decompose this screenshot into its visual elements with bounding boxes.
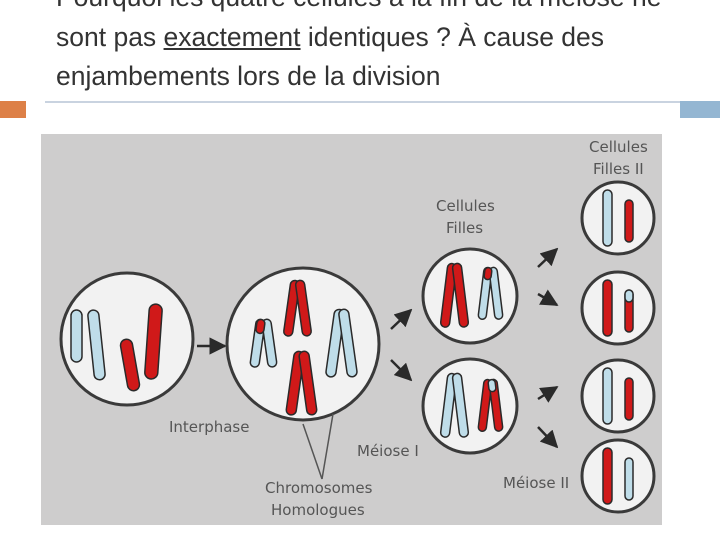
daughter-cells-label-line2: Filles — [446, 219, 483, 237]
daughter-cell-top — [421, 247, 519, 345]
interphase-chromosomes — [70, 303, 163, 392]
daughter-cells-ii-label-line1: Cellules — [589, 138, 648, 156]
homologous-chromosomes-label-line1: Chromosomes — [265, 479, 373, 497]
daughter-cells-ii-label-line2: Filles II — [593, 160, 644, 178]
slide-title: Pourquoi les quatre cellules à la fin de… — [56, 0, 696, 97]
daughter-cell-bottom — [421, 357, 519, 455]
accent-bar-right — [680, 101, 720, 118]
daughter-chromosomes-bottom — [439, 372, 504, 438]
meiosis-i-chromosomes — [249, 279, 358, 416]
interphase-label: Interphase — [169, 418, 249, 436]
title-text-2: identiques ? À cause des enjambements lo… — [56, 21, 605, 92]
meiosis-diagram: Interphase Méiose I Méiose II Cellules F… — [41, 134, 662, 525]
process-arrows — [197, 247, 559, 449]
daughter-ii-cell-3 — [580, 358, 656, 434]
daughter-ii-cell-4 — [580, 438, 656, 514]
homologous-chromosomes-label-line2: Homologues — [271, 501, 365, 519]
meiosis-i-label: Méiose I — [357, 442, 419, 460]
homologous-pointer-lines — [302, 413, 334, 480]
daughter-ii-cell-2 — [580, 270, 656, 346]
daughter-chromosomes-top — [439, 262, 504, 328]
daughter-cells-label-line1: Cellules — [436, 197, 495, 215]
meiosis-ii-label: Méiose II — [503, 474, 569, 492]
daughter-ii-chromosomes — [602, 189, 634, 505]
daughter-ii-cell-1 — [580, 180, 656, 256]
title-underlined-word: exactement — [163, 21, 301, 52]
accent-bar-left — [0, 101, 26, 118]
meiosis-i-cell — [225, 266, 381, 422]
title-rule — [45, 101, 680, 103]
title-text-1: Pourquoi les quatre cellules à la fin de… — [56, 0, 661, 52]
